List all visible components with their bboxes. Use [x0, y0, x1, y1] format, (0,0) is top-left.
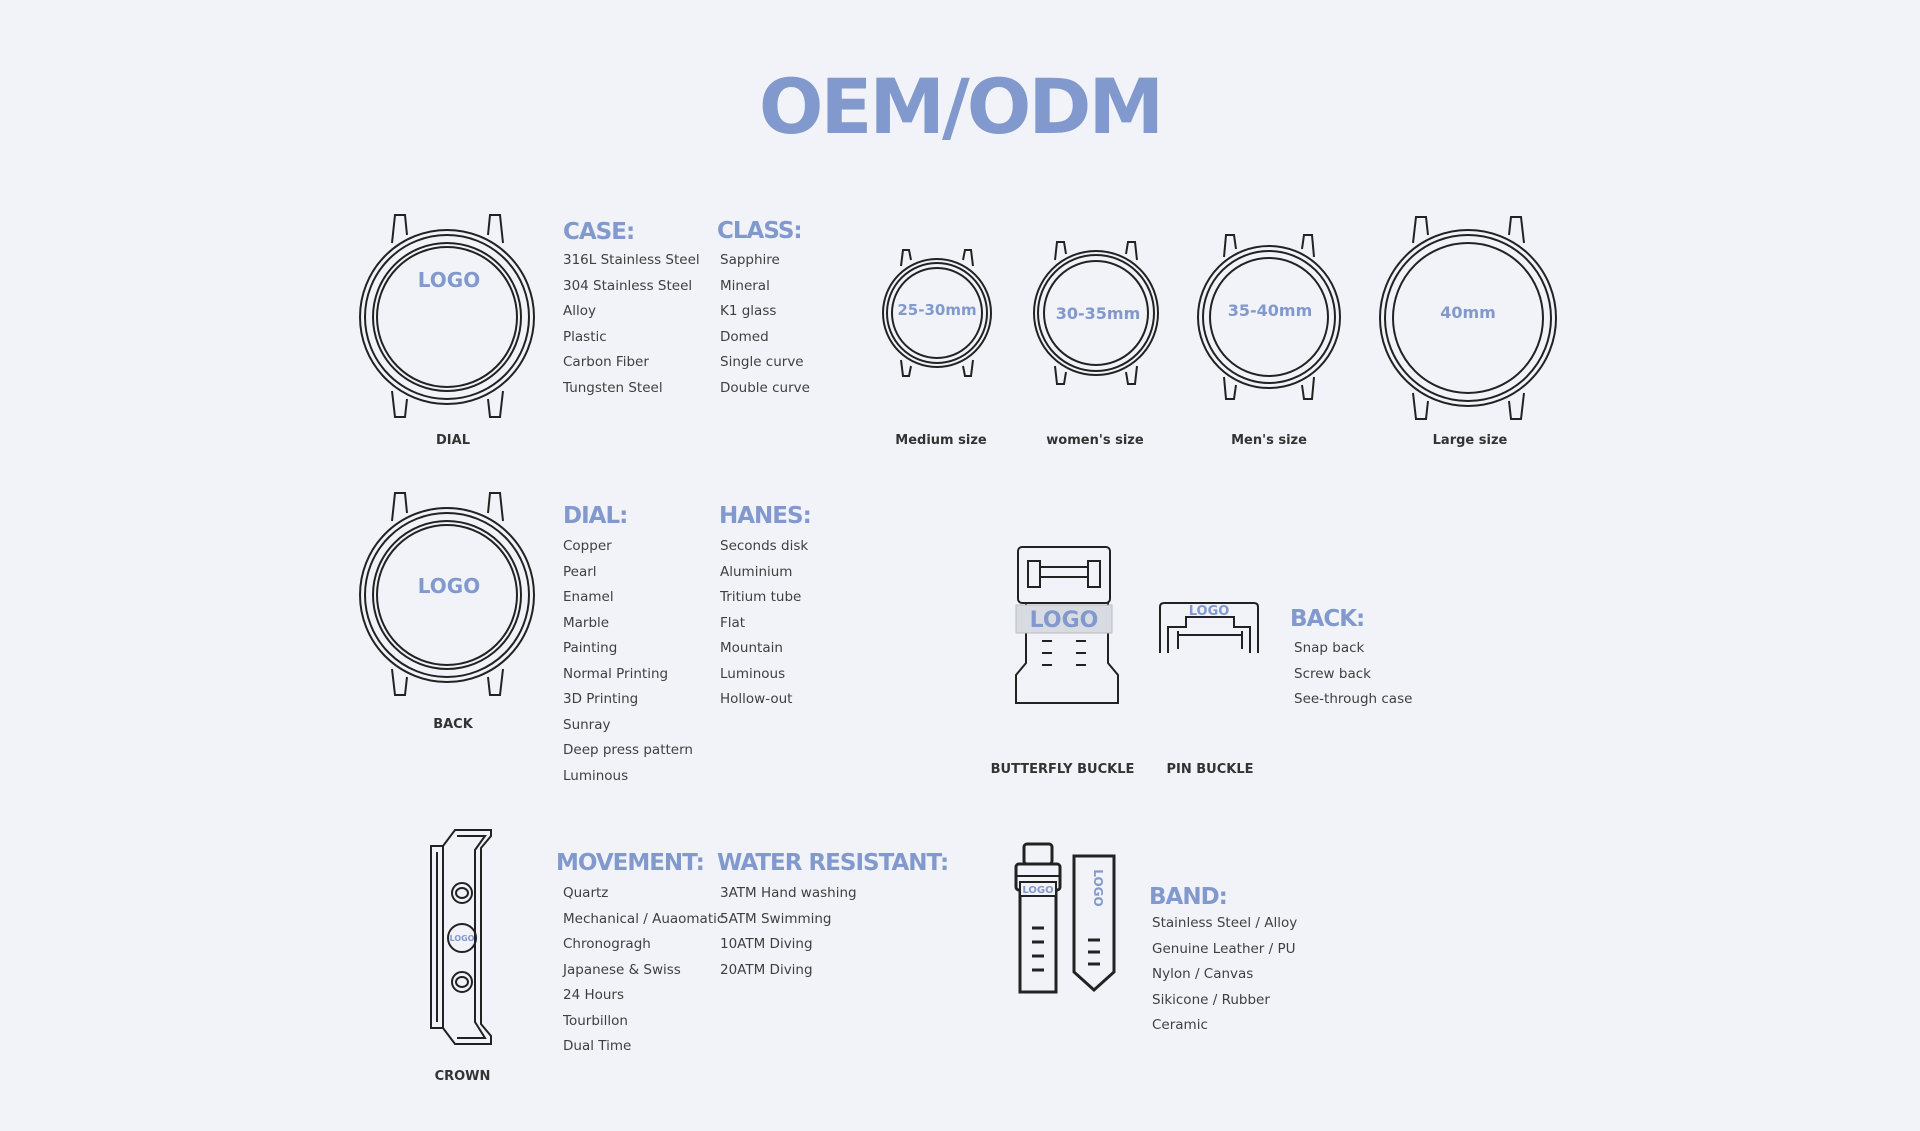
- women-watch-icon: 30-35mm: [1033, 241, 1159, 385]
- list-item: Domed: [720, 328, 769, 345]
- dial-watch-icon: LOGO: [359, 214, 535, 418]
- list-item: K1 glass: [720, 303, 777, 319]
- list-item: 20ATM Diving: [720, 961, 813, 978]
- large-size-caption: Large size: [1432, 433, 1508, 448]
- list-item: Pearl: [563, 563, 597, 580]
- pin-caption: PIN BUCKLE: [1166, 762, 1254, 777]
- list-item: Ceramic: [1152, 1017, 1208, 1033]
- list-item: Carbon Fiber: [563, 354, 649, 370]
- list-item: Stainless Steel / Alloy: [1152, 915, 1298, 931]
- hands-heading: HANES:: [719, 503, 812, 529]
- dial-heading: DIAL:: [563, 503, 628, 529]
- back-caption: BACK: [433, 717, 473, 732]
- dial-caption: DIAL: [436, 433, 470, 448]
- band-logo-1: LOGO: [1022, 885, 1053, 896]
- band-list: Stainless Steel / Alloy Genuine Leather …: [1152, 911, 1297, 1039]
- list-item: Aluminium: [720, 563, 793, 580]
- list-item: Luminous: [563, 767, 629, 784]
- back-watch-icon: LOGO: [359, 492, 535, 696]
- glass-list: Sapphire Mineral K1 glass Domed Single c…: [720, 248, 810, 401]
- list-item: 5ATM Swimming: [720, 910, 832, 927]
- band-heading: BAND:: [1149, 884, 1228, 910]
- list-item: 3D Printing: [563, 691, 639, 707]
- list-item: Tritium tube: [720, 589, 802, 605]
- list-item: 3ATM Hand washing: [720, 885, 857, 901]
- list-item: Nylon / Canvas: [1152, 966, 1254, 982]
- pin-buckle-icon: LOGO: [1159, 602, 1259, 653]
- list-item: Mechanical / Auaomatic: [563, 910, 725, 927]
- list-item: 10ATM Diving: [720, 936, 813, 952]
- list-item: Snap back: [1294, 640, 1365, 656]
- list-item: Hollow-out: [720, 691, 793, 707]
- list-item: Normal Printing: [563, 665, 669, 682]
- list-item: 304 Stainless Steel: [563, 277, 693, 294]
- page-title: OEM/ODM: [758, 62, 1164, 151]
- list-item: Mountain: [720, 640, 783, 656]
- list-item: Plastic: [563, 328, 607, 345]
- case-list: 316L Stainless Steel 304 Stainless Steel…: [563, 248, 700, 401]
- list-item: Painting: [563, 640, 618, 656]
- list-item: Chronogragh: [563, 936, 651, 952]
- list-item: Copper: [563, 538, 612, 554]
- glass-heading: CLASS:: [717, 218, 803, 244]
- list-item: Sunray: [563, 716, 611, 733]
- movement-list: Quartz Mechanical / Auaomatic Chronograg…: [563, 881, 724, 1060]
- back-logo: LOGO: [418, 574, 480, 598]
- back-list: Snap back Screw back See-through case: [1294, 636, 1412, 713]
- list-item: Sikicone / Rubber: [1152, 991, 1270, 1008]
- list-item: Flat: [720, 614, 746, 631]
- men-watch-icon: 35-40mm: [1197, 234, 1341, 400]
- butterfly-caption: BUTTERFLY BUCKLE: [990, 762, 1135, 777]
- list-item: Marble: [563, 614, 610, 631]
- list-item: 24 Hours: [563, 987, 625, 1003]
- dial-logo: LOGO: [418, 268, 480, 292]
- water-list: 3ATM Hand washing 5ATM Swimming 10ATM Di…: [720, 881, 857, 983]
- list-item: 316L Stainless Steel: [563, 252, 700, 268]
- list-item: Screw back: [1294, 665, 1371, 682]
- size-label-men: 35-40mm: [1228, 301, 1313, 320]
- list-item: Seconds disk: [720, 538, 809, 554]
- list-item: Single curve: [720, 354, 804, 370]
- water-heading: WATER RESISTANT:: [717, 850, 949, 876]
- crown-logo: LOGO: [450, 934, 475, 943]
- movement-heading: MOVEMENT:: [556, 850, 705, 876]
- list-item: Japanese & Swiss: [563, 961, 681, 978]
- list-item: Alloy: [563, 303, 596, 319]
- list-item: Tungsten Steel: [563, 379, 663, 396]
- butterfly-logo: LOGO: [1030, 608, 1099, 633]
- list-item: Deep press pattern: [563, 742, 693, 758]
- size-label-women: 30-35mm: [1056, 304, 1141, 323]
- list-item: Sapphire: [720, 252, 780, 268]
- crown-side-icon: LOGO: [430, 829, 492, 1045]
- pin-logo: LOGO: [1189, 604, 1230, 619]
- list-item: Dual Time: [563, 1038, 632, 1054]
- list-item: Tourbillon: [563, 1012, 628, 1029]
- list-item: Mineral: [720, 277, 770, 294]
- list-item: Enamel: [563, 589, 614, 605]
- size-label-medium: 25-30mm: [897, 301, 976, 319]
- butterfly-buckle-icon: LOGO: [1015, 546, 1119, 704]
- large-watch-icon: 40mm: [1379, 216, 1557, 420]
- list-item: Luminous: [720, 665, 786, 682]
- men-size-caption: Men's size: [1231, 433, 1307, 448]
- back-heading: BACK:: [1290, 606, 1365, 632]
- list-item: See-through case: [1294, 691, 1413, 707]
- medium-size-caption: Medium size: [895, 433, 987, 448]
- band-icon: LOGO LOGO: [1014, 842, 1116, 994]
- case-heading: CASE:: [563, 219, 635, 245]
- list-item: Genuine Leather / PU: [1152, 940, 1296, 957]
- hands-list: Seconds disk Aluminium Tritium tube Flat…: [720, 534, 808, 713]
- band-logo-2: LOGO: [1091, 869, 1105, 906]
- list-item: Double curve: [720, 379, 810, 396]
- size-label-large: 40mm: [1440, 303, 1496, 322]
- list-item: Quartz: [563, 885, 609, 901]
- dial-list: Copper Pearl Enamel Marble Painting Norm…: [563, 534, 693, 789]
- medium-watch-icon: 25-30mm: [882, 249, 992, 377]
- crown-caption: CROWN: [434, 1069, 491, 1084]
- women-size-caption: women's size: [1046, 433, 1144, 448]
